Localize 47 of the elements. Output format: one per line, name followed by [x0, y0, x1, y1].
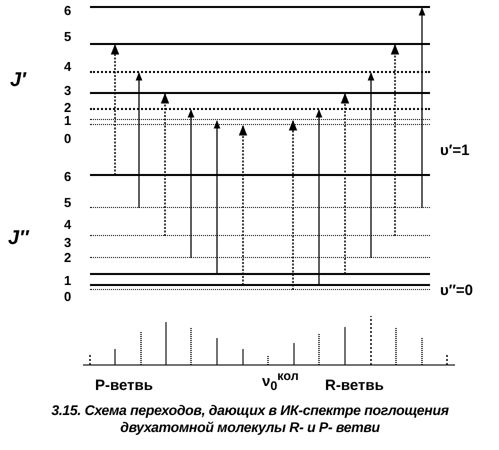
transition-arrow: [288, 120, 298, 290]
level-number: 4: [64, 60, 72, 73]
energy-level-line: [90, 284, 430, 286]
level-number: 0: [64, 132, 72, 145]
transition-arrow: [136, 72, 142, 208]
vibrational-level-label: υ′=1: [440, 143, 470, 158]
energy-level-line: [90, 92, 430, 94]
branch-label: P-ветвь: [95, 378, 153, 393]
energy-level-line: [90, 289, 430, 290]
level-group-label: J′: [10, 70, 26, 90]
transition-arrow: [316, 109, 322, 285]
energy-level-line: [90, 119, 430, 120]
branch-label: R-ветвь: [325, 378, 384, 393]
energy-level-line: [90, 108, 430, 110]
transition-arrow: [160, 92, 170, 236]
level-number: 5: [64, 30, 72, 43]
level-number: 3: [64, 84, 72, 97]
energy-level-line: [90, 6, 430, 8]
transition-arrow: [214, 120, 220, 274]
level-number: 3: [64, 236, 72, 249]
transition-arrow: [110, 44, 120, 175]
transition-arrow: [188, 109, 194, 258]
energy-level-line: [90, 124, 430, 125]
energy-level-line: [90, 235, 430, 236]
level-number: 0: [64, 290, 72, 303]
energy-level-line: [90, 257, 430, 258]
energy-level-line: [90, 273, 430, 275]
transition-arrow: [340, 92, 350, 274]
transition-arrow: [368, 72, 374, 258]
level-group-label: J″: [8, 228, 29, 248]
level-number: 6: [64, 170, 72, 183]
transition-arrow: [390, 44, 400, 236]
energy-level-line: [90, 71, 430, 73]
transition-arrow: [418, 7, 426, 208]
level-number: 2: [64, 101, 72, 114]
level-number: 6: [64, 4, 72, 17]
energy-level-line: [90, 174, 430, 176]
energy-level-line: [90, 43, 430, 45]
level-number: 4: [64, 218, 72, 231]
level-number: 5: [64, 196, 72, 209]
vibrational-level-label: υ″=0: [440, 283, 474, 298]
transition-arrow: [238, 124, 248, 285]
energy-level-line: [90, 207, 430, 208]
level-number: 2: [64, 251, 72, 264]
level-number: 1: [64, 114, 72, 127]
level-number: 1: [64, 274, 72, 287]
figure-caption: 3.15. Схема переходов, дающих в ИК-спектре поглощения двухатомной молекулы R- и P- ветви: [50, 402, 450, 436]
